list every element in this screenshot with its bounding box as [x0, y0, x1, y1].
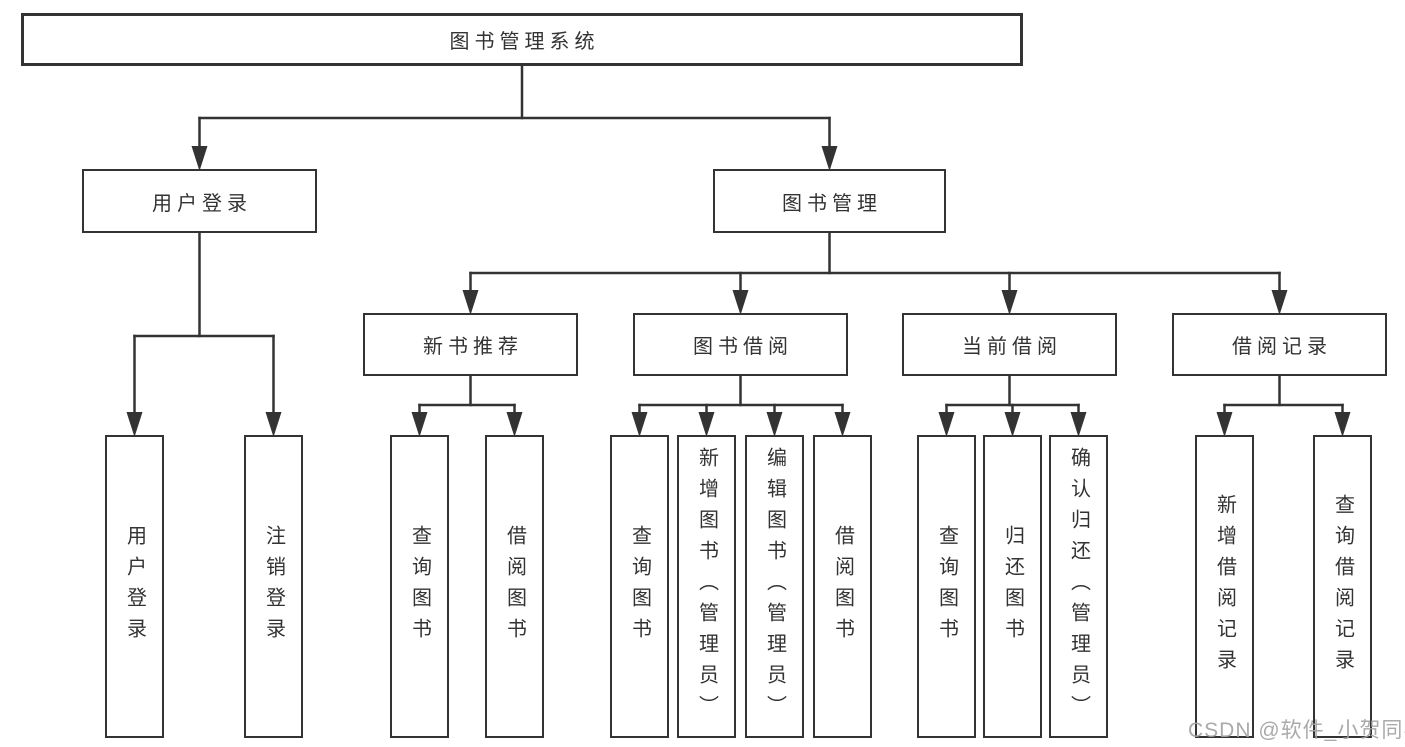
- node-label-leaf-borrow-books-borrowing: 借阅图书: [831, 524, 854, 649]
- node-book-borrowing: 图书借阅: [633, 313, 848, 376]
- node-leaf-confirm-return-admin: 确认归还（管理员）: [1049, 435, 1108, 738]
- arrowhead-icon: [834, 412, 851, 437]
- arrowhead-icon: [506, 412, 523, 437]
- arrowhead-icon: [1001, 290, 1018, 315]
- node-label-root: 图书管理系统: [449, 31, 600, 53]
- node-leaf-return-books: 归还图书: [983, 435, 1042, 738]
- node-root: 图书管理系统: [21, 13, 1023, 66]
- arrowhead-icon: [265, 412, 282, 437]
- node-label-leaf-query-books-borrowing: 查询图书: [628, 524, 651, 649]
- arrowhead-icon: [1216, 412, 1233, 437]
- node-leaf-borrow-books-borrowing: 借阅图书: [813, 435, 872, 738]
- node-leaf-query-borrow-record: 查询借阅记录: [1313, 435, 1372, 738]
- arrowhead-icon: [732, 290, 749, 315]
- node-leaf-borrow-books-recommend: 借阅图书: [485, 435, 544, 738]
- arrowhead-icon: [1271, 290, 1288, 315]
- watermark-text: CSDN @软件_小贺同学: [1188, 719, 1405, 742]
- arrowhead-icon: [766, 412, 783, 437]
- node-new-book-recommend: 新书推荐: [363, 313, 578, 376]
- node-leaf-logout: 注销登录: [244, 435, 303, 738]
- arrowhead-icon: [1334, 412, 1351, 437]
- arrowhead-icon: [1004, 412, 1021, 437]
- node-label-leaf-query-borrow-record: 查询借阅记录: [1331, 493, 1354, 680]
- node-leaf-add-books-admin: 新增图书（管理员）: [677, 435, 736, 738]
- arrowhead-icon: [462, 290, 479, 315]
- node-label-leaf-borrow-books-recommend: 借阅图书: [503, 524, 526, 649]
- arrowhead-icon: [1070, 412, 1087, 437]
- node-label-leaf-logout: 注销登录: [262, 524, 285, 649]
- node-label-user-login: 用户登录: [152, 192, 252, 215]
- node-leaf-query-books-current: 查询图书: [917, 435, 976, 738]
- node-label-book-management: 图书管理: [782, 192, 882, 215]
- node-label-leaf-query-books-current: 查询图书: [935, 524, 958, 649]
- node-borrowing-records: 借阅记录: [1172, 313, 1387, 376]
- node-label-new-book-recommend: 新书推荐: [423, 336, 523, 358]
- arrowhead-icon: [821, 146, 838, 171]
- node-user-login: 用户登录: [82, 169, 317, 233]
- node-label-current-borrowing: 当前借阅: [962, 336, 1062, 358]
- node-label-leaf-add-borrow-record: 新增借阅记录: [1213, 493, 1236, 680]
- node-leaf-edit-books-admin: 编辑图书（管理员）: [745, 435, 804, 738]
- arrowhead-icon: [126, 412, 143, 437]
- node-label-book-borrowing: 图书借阅: [693, 336, 793, 358]
- node-label-leaf-add-books-admin: 新增图书（管理员）: [695, 447, 718, 726]
- node-book-management: 图书管理: [713, 169, 946, 233]
- node-label-borrowing-records: 借阅记录: [1232, 336, 1332, 358]
- node-label-leaf-query-books-recommend: 查询图书: [408, 524, 431, 649]
- arrowhead-icon: [411, 412, 428, 437]
- node-leaf-query-books-borrowing: 查询图书: [610, 435, 669, 738]
- node-label-leaf-edit-books-admin: 编辑图书（管理员）: [763, 447, 786, 726]
- node-label-leaf-user-login: 用户登录: [123, 524, 146, 649]
- arrowhead-icon: [698, 412, 715, 437]
- node-leaf-user-login: 用户登录: [105, 435, 164, 738]
- arrowhead-icon: [191, 146, 208, 171]
- node-leaf-add-borrow-record: 新增借阅记录: [1195, 435, 1254, 738]
- node-label-leaf-return-books: 归还图书: [1001, 524, 1024, 649]
- arrowhead-icon: [938, 412, 955, 437]
- node-label-leaf-confirm-return-admin: 确认归还（管理员）: [1067, 447, 1090, 726]
- node-leaf-query-books-recommend: 查询图书: [390, 435, 449, 738]
- arrowhead-icon: [631, 412, 648, 437]
- node-current-borrowing: 当前借阅: [902, 313, 1117, 376]
